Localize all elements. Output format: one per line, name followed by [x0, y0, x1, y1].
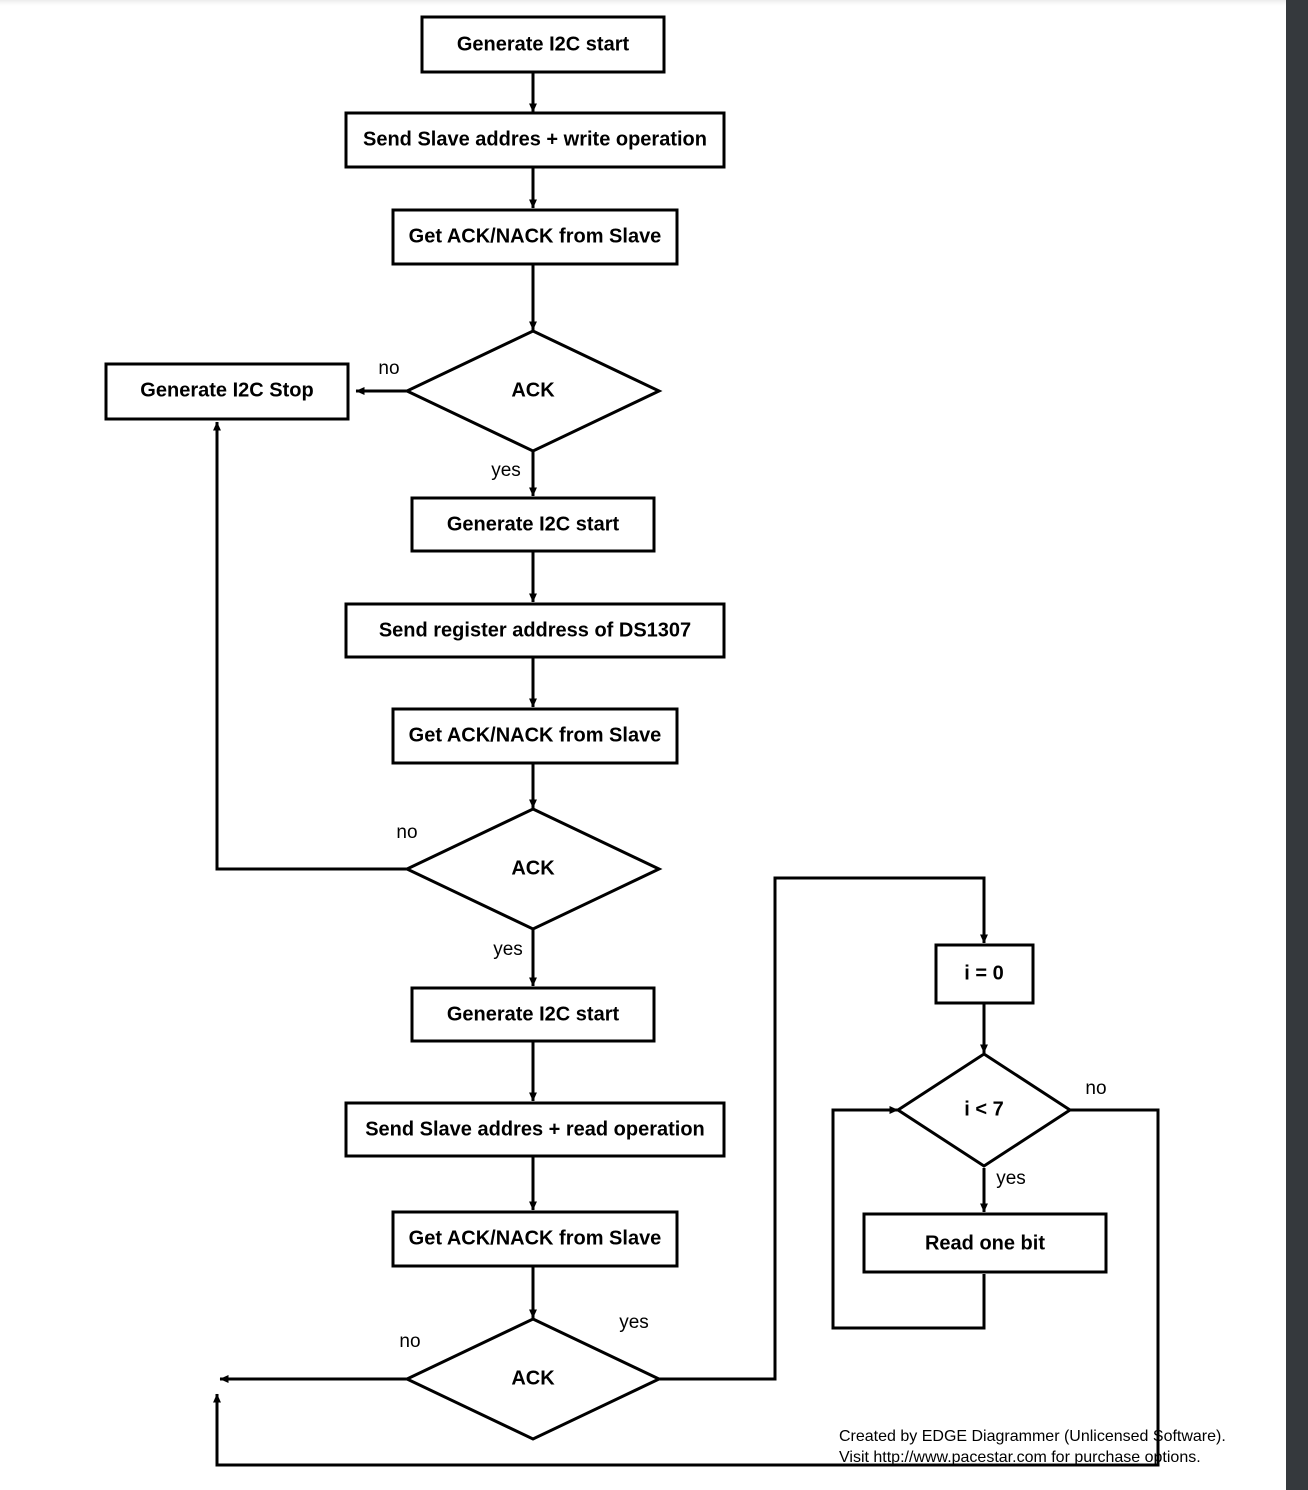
- edge-label-ack2-yes: yes: [493, 939, 523, 960]
- node-box: [862, 1212, 1108, 1274]
- node-send-register-address: Send register address of DS1307: [344, 602, 726, 659]
- decision-text: i < 7: [964, 1098, 1003, 1120]
- decision-ack-1: ACK: [403, 329, 663, 453]
- node-box: [391, 1210, 679, 1268]
- edge-label-icond-yes: yes: [996, 1168, 1026, 1189]
- decision-text: ACK: [511, 857, 555, 879]
- watermark-line-1: Created by EDGE Diagrammer (Unlicensed S…: [839, 1428, 1226, 1445]
- node-box: [410, 986, 656, 1043]
- edge-label-ack3-no: no: [399, 1331, 420, 1352]
- decision-i-less-than-7: i < 7: [895, 1052, 1073, 1168]
- node-box: [344, 602, 726, 659]
- watermark-line-2: Visit http://www.pacestar.com for purcha…: [839, 1449, 1201, 1466]
- decision-diamond: [403, 329, 663, 453]
- node-send-slave-address-read: Send Slave addres + read operation: [344, 1101, 726, 1158]
- node-box: [344, 111, 726, 169]
- node-get-ack-nack-2: Get ACK/NACK from Slave: [391, 707, 679, 765]
- decision-ack-2: ACK: [403, 807, 663, 931]
- node-text: Generate I2C start: [447, 513, 620, 535]
- node-text: Read one bit: [925, 1232, 1045, 1254]
- node-text: Generate I2C start: [447, 1003, 620, 1025]
- edge-label-ack2-no: no: [396, 822, 417, 843]
- node-text: Get ACK/NACK from Slave: [409, 724, 662, 746]
- node-read-one-bit: Read one bit: [862, 1212, 1108, 1274]
- node-generate-i2c-start-3: Generate I2C start: [410, 986, 656, 1043]
- node-box: [934, 943, 1035, 1005]
- node-generate-i2c-start-2: Generate I2C start: [410, 496, 656, 553]
- decision-ack-3: ACK: [403, 1317, 663, 1441]
- node-generate-i2c-stop: Generate I2C Stop: [104, 362, 350, 421]
- node-text: i = 0: [964, 962, 1003, 984]
- node-text: Get ACK/NACK from Slave: [409, 1227, 662, 1249]
- node-box: [410, 496, 656, 553]
- connector-readbit-loopback-to-icond: [831, 1106, 986, 1330]
- decision-diamond: [895, 1052, 1073, 1168]
- node-box: [391, 707, 679, 765]
- edge-label-ack1-yes: yes: [491, 460, 521, 481]
- node-box: [344, 1101, 726, 1158]
- node-box: [391, 208, 679, 266]
- node-box: [104, 362, 350, 421]
- connector-ack3-yes-to-iinit: [646, 876, 988, 1381]
- node-send-slave-address-write: Send Slave addres + write operation: [344, 111, 726, 169]
- decision-diamond: [403, 807, 663, 931]
- node-text: Send register address of DS1307: [379, 619, 691, 641]
- node-text: Generate I2C Stop: [140, 379, 313, 401]
- watermark-footer: Created by EDGE Diagrammer (Unlicensed S…: [839, 1428, 1226, 1466]
- decision-diamond: [403, 1317, 663, 1441]
- node-i-init: i = 0: [934, 943, 1035, 1005]
- node-text: Get ACK/NACK from Slave: [409, 225, 662, 247]
- edge-label-ack1-no: no: [378, 358, 399, 379]
- edge-label-icond-no: no: [1085, 1078, 1106, 1099]
- decision-text: ACK: [511, 379, 555, 401]
- page-right-edge: [1286, 0, 1308, 1490]
- node-text: Send Slave addres + read operation: [365, 1118, 705, 1140]
- node-generate-i2c-start-1: Generate I2C start: [420, 15, 666, 74]
- connector-icond-no-to-stop: [213, 1108, 1160, 1467]
- node-get-ack-nack-1: Get ACK/NACK from Slave: [391, 208, 679, 266]
- node-box: [420, 15, 666, 74]
- connector-ack2-no-to-stop: [213, 421, 420, 871]
- node-text: Send Slave addres + write operation: [363, 128, 707, 150]
- node-text: Generate I2C start: [457, 33, 630, 55]
- page-top-band: [0, 0, 1290, 6]
- edge-label-ack3-yes: yes: [619, 1312, 649, 1333]
- decision-text: ACK: [511, 1367, 555, 1389]
- node-get-ack-nack-3: Get ACK/NACK from Slave: [391, 1210, 679, 1268]
